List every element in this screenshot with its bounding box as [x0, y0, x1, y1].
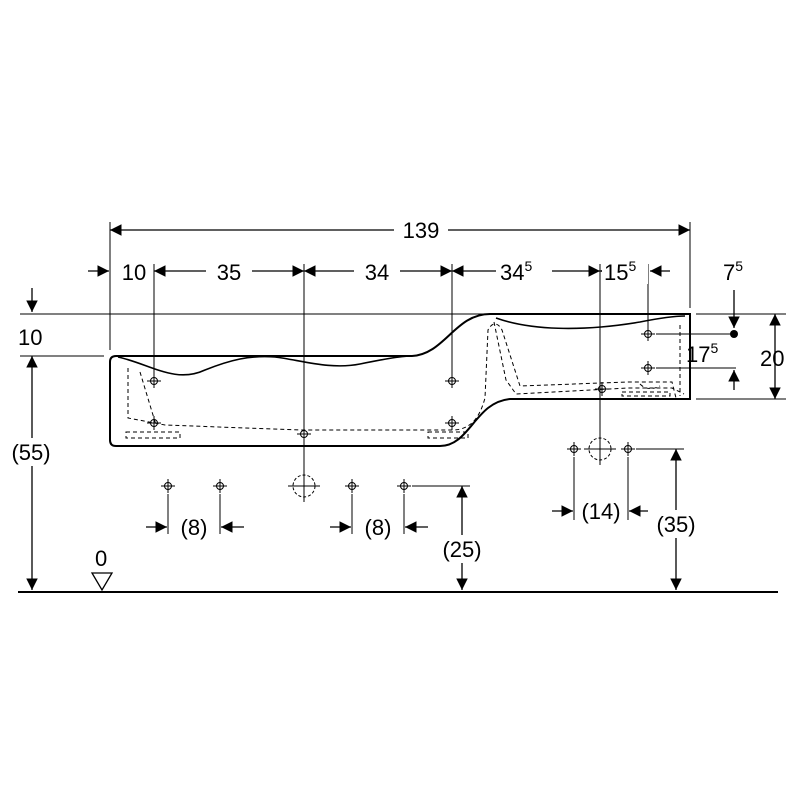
floor-level-label: 0 — [95, 546, 107, 571]
dim-fixing-height-left: (25) — [442, 537, 481, 562]
dim-pair-right: (14) — [581, 499, 620, 524]
dim-right-offset: 75 — [723, 258, 743, 285]
washbasin-outline — [109, 313, 691, 447]
dim-top-step: 10 — [18, 325, 42, 350]
dim-seg-2: 35 — [217, 260, 241, 285]
dim-fixing-height-right: (35) — [656, 512, 695, 537]
wall-reference-point — [730, 330, 738, 338]
dim-overall-width: 139 — [403, 218, 440, 243]
wall-fixing-points — [160, 441, 636, 494]
dim-height-inner: 175 — [686, 340, 718, 367]
floor-level-symbol — [90, 572, 114, 592]
dimension-labels: 139 10 35 34 345 155 75 10 20 175 (55) (… — [6, 216, 784, 563]
extension-lines — [20, 222, 786, 534]
fixing-points-basin — [146, 326, 656, 442]
dim-left-height: (55) — [11, 440, 50, 465]
dim-seg-5: 155 — [604, 258, 636, 285]
dim-pair-left-1: (8) — [181, 515, 208, 540]
dim-height-total: 20 — [760, 346, 784, 371]
dim-seg-1: 10 — [122, 260, 146, 285]
dim-seg-4: 345 — [500, 258, 532, 285]
dim-seg-3: 34 — [365, 260, 389, 285]
dim-pair-left-2: (8) — [365, 515, 392, 540]
